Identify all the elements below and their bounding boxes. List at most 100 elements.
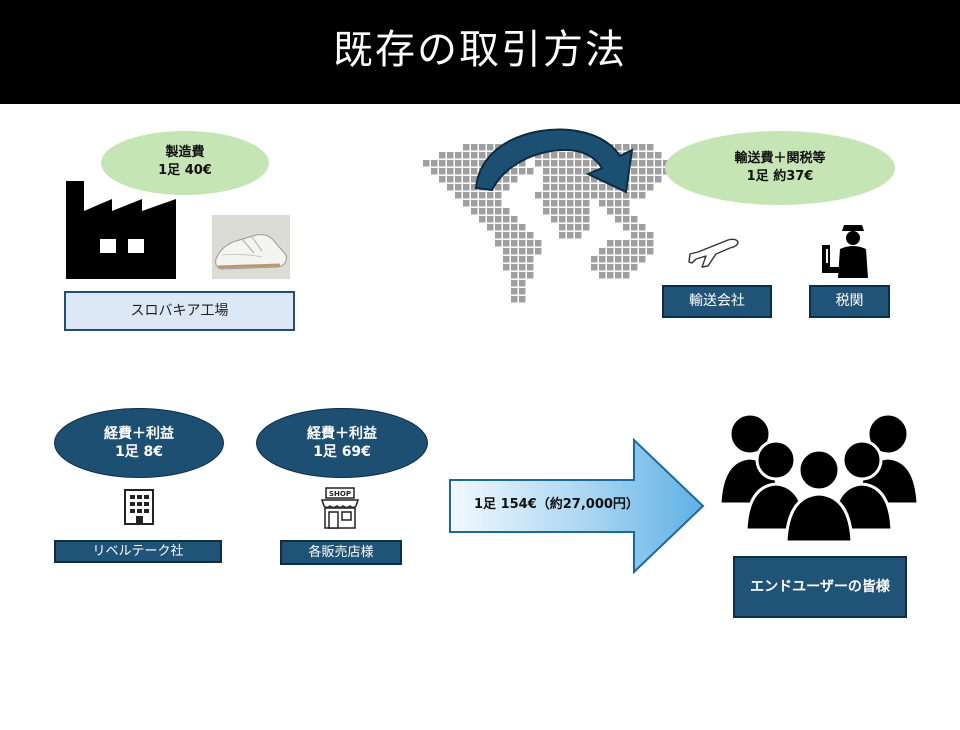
stores-cost-title: 経費＋利益: [307, 426, 377, 442]
map-dot: [567, 208, 574, 215]
map-dot: [503, 224, 510, 231]
map-dot: [623, 208, 630, 215]
map-dot: [519, 288, 526, 295]
map-dot: [623, 240, 630, 247]
map-dot: [575, 208, 582, 215]
map-dot: [583, 176, 590, 183]
map-dot: [495, 224, 502, 231]
map-dot: [647, 152, 654, 159]
map-dot: [647, 184, 654, 191]
map-dot: [479, 144, 486, 151]
map-dot: [535, 160, 542, 167]
map-dot: [463, 160, 470, 167]
map-dot: [615, 216, 622, 223]
map-dot: [607, 248, 614, 255]
map-dot: [503, 232, 510, 239]
map-dot: [647, 176, 654, 183]
map-dot: [631, 176, 638, 183]
map-dot: [655, 176, 662, 183]
map-dot: [511, 264, 518, 271]
map-dot: [487, 200, 494, 207]
map-dot: [615, 264, 622, 271]
factory-label: スロバキア工場: [64, 291, 295, 331]
map-dot: [559, 216, 566, 223]
map-dot: [575, 176, 582, 183]
map-dot: [447, 168, 454, 175]
map-dot: [487, 144, 494, 151]
map-dot: [503, 184, 510, 191]
map-dot: [503, 240, 510, 247]
map-dot: [575, 192, 582, 199]
map-dot: [631, 144, 638, 151]
map-dot: [583, 208, 590, 215]
map-dot: [487, 216, 494, 223]
factory-icon: [66, 181, 176, 279]
map-dot: [479, 160, 486, 167]
map-dot: [567, 160, 574, 167]
shop-sign-text: SHOP: [329, 490, 351, 498]
map-dot: [647, 160, 654, 167]
map-dot: [463, 176, 470, 183]
map-dot: [439, 176, 446, 183]
shipping-curved-arrow: [474, 128, 634, 194]
map-dot: [471, 184, 478, 191]
map-dot: [647, 248, 654, 255]
map-dot: [519, 296, 526, 303]
map-dot: [527, 168, 534, 175]
map-dot: [623, 216, 630, 223]
map-dot: [639, 144, 646, 151]
map-dot: [591, 160, 598, 167]
map-dot: [463, 144, 470, 151]
map-dot: [567, 192, 574, 199]
map-dot: [591, 256, 598, 263]
map-dot: [487, 224, 494, 231]
map-dot: [631, 232, 638, 239]
shoe-image: [212, 215, 290, 279]
end-users-label: エンドユーザーの皆様: [733, 556, 907, 618]
map-dot: [575, 160, 582, 167]
map-dot: [511, 272, 518, 279]
map-dot: [543, 208, 550, 215]
map-dot: [631, 264, 638, 271]
map-dot: [583, 184, 590, 191]
manufacturing-cost-oval: 製造費 1足 40€: [101, 131, 269, 195]
map-dot: [607, 264, 614, 271]
map-dot: [607, 192, 614, 199]
stores-cost-value: 1足 69€: [313, 444, 371, 460]
map-dot: [623, 144, 630, 151]
map-dot: [535, 248, 542, 255]
map-dot: [583, 216, 590, 223]
map-dot: [439, 160, 446, 167]
map-dot: [471, 200, 478, 207]
map-dot: [423, 160, 430, 167]
map-dot: [511, 168, 518, 175]
map-dot: [471, 208, 478, 215]
map-dot: [519, 280, 526, 287]
map-dot: [575, 152, 582, 159]
map-dot: [591, 176, 598, 183]
map-dot: [583, 200, 590, 207]
map-dot: [551, 168, 558, 175]
map-dot: [567, 200, 574, 207]
title-bar: [0, 0, 960, 104]
map-dot: [495, 240, 502, 247]
map-dot: [583, 192, 590, 199]
map-dot: [439, 152, 446, 159]
map-dot: [559, 152, 566, 159]
relevertec-label: リベルテーク社: [54, 540, 222, 563]
map-dot: [447, 176, 454, 183]
map-dot: [551, 192, 558, 199]
map-dot: [559, 160, 566, 167]
map-dot: [607, 256, 614, 263]
map-dot: [471, 152, 478, 159]
map-dot: [639, 240, 646, 247]
map-dot: [463, 184, 470, 191]
map-dot: [527, 232, 534, 239]
map-dot: [599, 272, 606, 279]
map-dot: [599, 200, 606, 207]
map-dot: [607, 272, 614, 279]
map-dot: [471, 192, 478, 199]
shop-icon: SHOP: [320, 487, 360, 529]
map-dot: [615, 200, 622, 207]
map-dot: [495, 208, 502, 215]
